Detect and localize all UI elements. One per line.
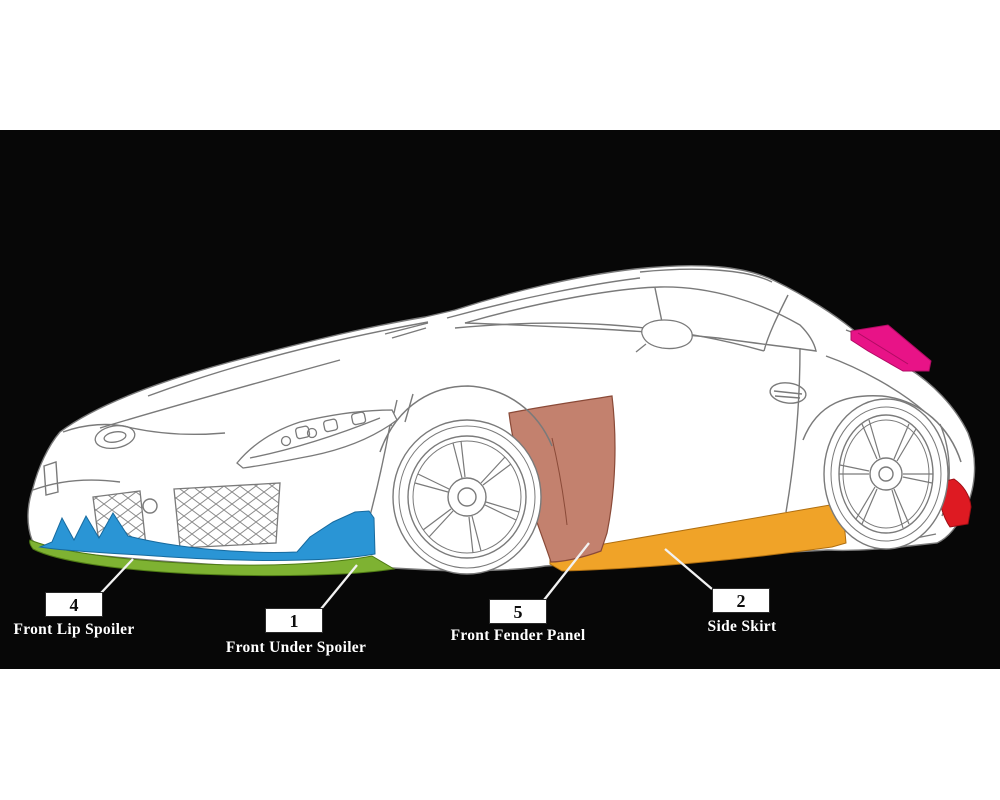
callout-box-front-lip-spoiler: 4 xyxy=(45,592,103,617)
front-wheel-arch xyxy=(379,385,553,453)
side-mirror xyxy=(635,319,693,353)
callout-number: 5 xyxy=(513,601,523,622)
rear-wheel-spokes xyxy=(839,419,933,529)
callout-number: 4 xyxy=(69,594,79,615)
rear-spoiler-highlight xyxy=(850,324,932,372)
callout-label-front-fender-panel: Front Fender Panel xyxy=(450,627,586,644)
front-wheel xyxy=(392,419,542,575)
fuel-door xyxy=(769,382,807,404)
front-under-spoiler-highlight xyxy=(38,510,376,561)
front-wheel-spokes xyxy=(414,440,520,554)
callout-number: 1 xyxy=(289,610,299,631)
rear-wheel xyxy=(823,398,949,550)
callout-box-side-skirt: 2 xyxy=(712,588,770,613)
callout-number: 2 xyxy=(736,590,746,611)
rear-wheel-arch xyxy=(802,394,962,463)
grille-mesh-center xyxy=(173,482,281,549)
callout-label-side-skirt: Side Skirt xyxy=(707,618,777,635)
front-lip-spoiler-highlight xyxy=(29,539,396,577)
callout-label-front-lip-spoiler: Front Lip Spoiler xyxy=(13,621,135,638)
callout-box-front-fender-panel: 5 xyxy=(489,599,547,624)
callout-label-front-under-spoiler: Front Under Spoiler xyxy=(225,639,367,656)
leader-line-front-lip-spoiler xyxy=(100,558,134,594)
callout-box-front-under-spoiler: 1 xyxy=(265,608,323,633)
leader-line-front-under-spoiler xyxy=(320,564,358,610)
side-skirt-highlight xyxy=(549,504,847,572)
leader-line-side-skirt xyxy=(664,548,713,590)
leader-lines xyxy=(100,542,713,610)
leader-line-front-fender-panel xyxy=(543,542,590,601)
toyota-emblem xyxy=(94,424,136,450)
